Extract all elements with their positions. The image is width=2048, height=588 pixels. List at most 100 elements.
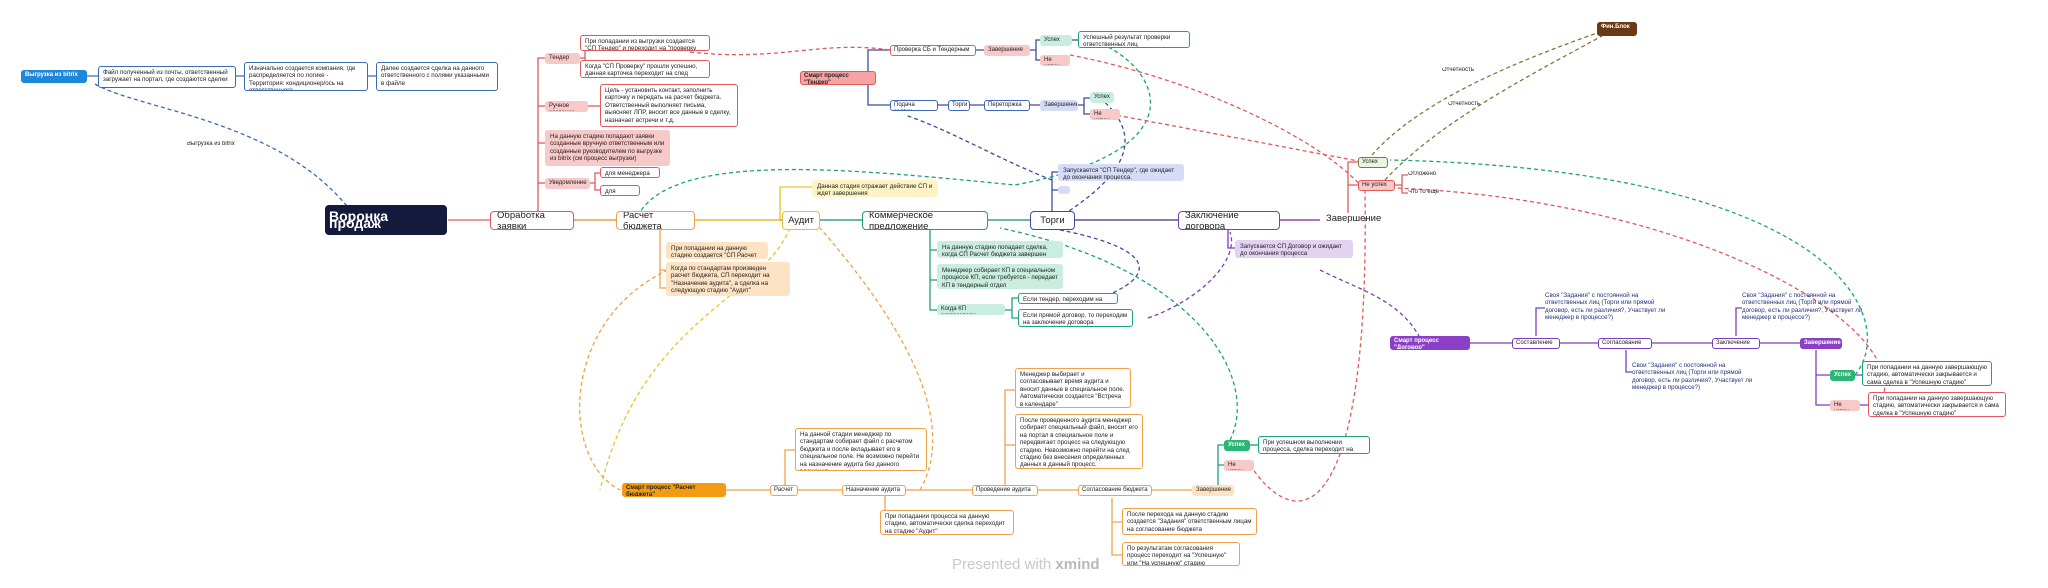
dash-report1 <box>1371 31 1601 156</box>
bitrix-company-note[interactable]: Изначально создается компания, где распр… <box>244 62 368 91</box>
spc-approve[interactable]: Согласование <box>1598 338 1652 349</box>
spb-calc[interactable]: Расчет <box>770 485 798 496</box>
stage-budget[interactable]: Расчет бюджета <box>616 211 695 230</box>
root-node[interactable]: Воронка продаж <box>325 205 447 235</box>
link-conclude-note <box>1735 307 1742 336</box>
dash-report2 <box>1384 35 1603 181</box>
sp-apply[interactable]: Подача заявки <box>890 100 938 111</box>
spb-assign-note[interactable]: При попадании процесса на данную стадию,… <box>880 510 1014 535</box>
spb-do-audit[interactable]: Проведение аудита <box>972 485 1038 496</box>
dash-direct-contract <box>1147 231 1233 319</box>
sp-t-done[interactable]: Завершение <box>1040 100 1078 111</box>
manual-note-b[interactable]: На данную стадию попадают заявки созданн… <box>545 130 670 166</box>
link-finish-fail-sub <box>1395 174 1408 194</box>
spb-success-note[interactable]: При успешном выполнении процесса, сделка… <box>1258 436 1370 454</box>
sp-sb-success[interactable]: Успех <box>1040 35 1072 46</box>
fin-block[interactable]: Фин.Блок <box>1597 22 1637 36</box>
trade-empty-note <box>1058 186 1070 194</box>
sp-check-sb[interactable]: Проверка СБ и Тендерным <box>890 45 976 56</box>
sp-sb-success-note[interactable]: Успешный результат проверки ответственны… <box>1078 31 1190 48</box>
cp-note-a[interactable]: На данную стадию попадает сделка, когда … <box>937 241 1063 258</box>
link-cnotes <box>1855 374 1868 406</box>
manual-note-a[interactable]: Цель - установить контакт, заполнить кар… <box>600 84 738 127</box>
tender-note-b[interactable]: Когда "СП Проверку" прошли успешно, данн… <box>580 60 710 78</box>
dash-bfail-finish <box>1249 189 1366 502</box>
link-approve-note <box>1625 350 1632 373</box>
stage-processing[interactable]: Обработка заявки <box>490 211 574 230</box>
sp-sb-done[interactable]: Завершение <box>984 45 1030 56</box>
notify-manager[interactable]: для менеджера ??? <box>600 167 660 178</box>
dash-bitrix-root <box>94 83 351 211</box>
spb-agree[interactable]: Согласование бюджета <box>1078 485 1152 496</box>
tender-tag[interactable]: Тендер <box>545 53 580 64</box>
cp-agreed-tag[interactable]: Когда КП согласовали <box>937 304 1005 315</box>
link-budget-sub <box>659 228 666 289</box>
bitrix-link-label: Выгрузка из bitrix <box>187 141 235 147</box>
dash-sb-budget <box>639 43 1151 213</box>
sp-tender[interactable]: Смарт процесс "Тендер" <box>800 71 876 85</box>
spc-conclude[interactable]: Заключение <box>1712 338 1760 349</box>
dash-sbfail-finish <box>1069 54 1361 186</box>
stage-audit[interactable]: Аудит <box>782 211 820 230</box>
link-compose-note <box>1535 307 1545 336</box>
sp-torgi[interactable]: Торги <box>948 100 970 111</box>
spb-success[interactable]: Успех <box>1224 440 1250 451</box>
sp-negotiation[interactable]: Переторжка <box>984 100 1030 111</box>
bitrix-deal-note[interactable]: Далее создается сделка на данного ответс… <box>376 62 498 91</box>
spc-fail[interactable]: Не успех <box>1830 400 1860 411</box>
link-bdone-sub <box>1212 444 1224 491</box>
spc-done[interactable]: Завершение <box>1800 338 1842 349</box>
spb-assign-audit[interactable]: Назначение аудита <box>842 485 906 496</box>
link-cdone-sub <box>1815 350 1830 406</box>
dash-contract-sp <box>1319 269 1421 339</box>
spc-success[interactable]: Успех <box>1830 370 1855 381</box>
budget-note-b[interactable]: Когда по стандартам произведен расчет бю… <box>666 262 790 296</box>
finish-fail[interactable]: Не успех <box>1358 180 1395 191</box>
trade-note[interactable]: Запускается "СП Тендер", где ожидает до … <box>1058 164 1184 181</box>
dash-tfail-finish <box>1109 113 1366 163</box>
sp-sb-fail[interactable]: Не успех <box>1040 55 1070 66</box>
link-audit-sub <box>779 186 812 220</box>
dash-budget-spbudget <box>579 227 934 491</box>
link-contract-sub <box>1227 228 1235 249</box>
spb-fail[interactable]: Не успех <box>1224 460 1254 471</box>
stage-contract[interactable]: Заключение договора <box>1178 211 1280 230</box>
stage-cp[interactable]: Коммерческое предложение <box>862 211 988 230</box>
dash-trade-apply <box>904 114 1053 181</box>
notify-tag[interactable]: Уведомление <box>545 178 590 189</box>
sp-t-fail[interactable]: Не успех <box>1090 109 1120 120</box>
spb-do-audit-note-a[interactable]: Менеджер выбирает и согласовывает время … <box>1015 368 1131 408</box>
finish-postponed: Отложено <box>1408 171 1437 177</box>
dash-csuccess-finish <box>1389 159 1869 376</box>
contract-note[interactable]: Запускается СП Договор и ожидает до окон… <box>1235 240 1353 258</box>
cp-if-tender[interactable]: Если тендер, переходим на торги <box>1018 293 1118 304</box>
tender-note-a[interactable]: При попадании из выгрузки создается "СП … <box>580 35 710 51</box>
link-agree-notes <box>1111 498 1122 556</box>
audit-note[interactable]: Данная стадия отражает действие СП и жде… <box>812 180 938 197</box>
spc-compose[interactable]: Составление <box>1512 338 1560 349</box>
spb-done[interactable]: Завершение <box>1192 485 1234 496</box>
budget-note-a[interactable]: При попадании на данную стадию создается… <box>666 242 768 259</box>
dash-tsuccess-trade <box>1054 97 1126 221</box>
bitrix-tag[interactable]: Выгрузка из bitrix <box>21 70 87 83</box>
spb-do-audit-note-b[interactable]: После проведенного аудита менеджер собир… <box>1015 414 1143 469</box>
stage-trade[interactable]: Торги <box>1030 211 1075 230</box>
stage-finish[interactable]: Завершение <box>1326 213 1382 224</box>
notify-head[interactable]: для рука??? <box>600 185 640 196</box>
manual-tag[interactable]: Ручное создание <box>545 101 588 112</box>
bitrix-file-note[interactable]: Файл полученный из почты, ответственный … <box>98 66 236 88</box>
spb-calc-note[interactable]: На данной стадии менеджер по стандартам … <box>795 428 927 471</box>
sp-contract[interactable]: Смарт процесс "Договор" <box>1390 336 1470 350</box>
spc-fail-note[interactable]: При попадании на данную завершающую стад… <box>1868 392 2006 417</box>
link-calc-note <box>784 449 795 490</box>
cp-if-direct[interactable]: Если прямой договор, то переходим на зак… <box>1018 309 1133 327</box>
sp-budget[interactable]: Смарт процесс "Расчет бюджета" <box>622 483 726 497</box>
spc-compose-note: Своя "Задания" с постоянной на ответстве… <box>1545 292 1666 322</box>
sp-t-success[interactable]: Успех <box>1090 92 1114 103</box>
spb-agree-note-b[interactable]: По результатам согласования процесс пере… <box>1122 542 1240 566</box>
spb-agree-note-a[interactable]: После перехода на данную стадию создаетс… <box>1122 508 1257 535</box>
link-finish-sub <box>1347 161 1358 213</box>
cp-note-b[interactable]: Менеджер собирает КП в специальном проце… <box>937 264 1063 289</box>
finish-success[interactable]: Успех <box>1358 157 1388 168</box>
spc-success-note[interactable]: При попадании на данную завершающую стад… <box>1862 361 1992 386</box>
